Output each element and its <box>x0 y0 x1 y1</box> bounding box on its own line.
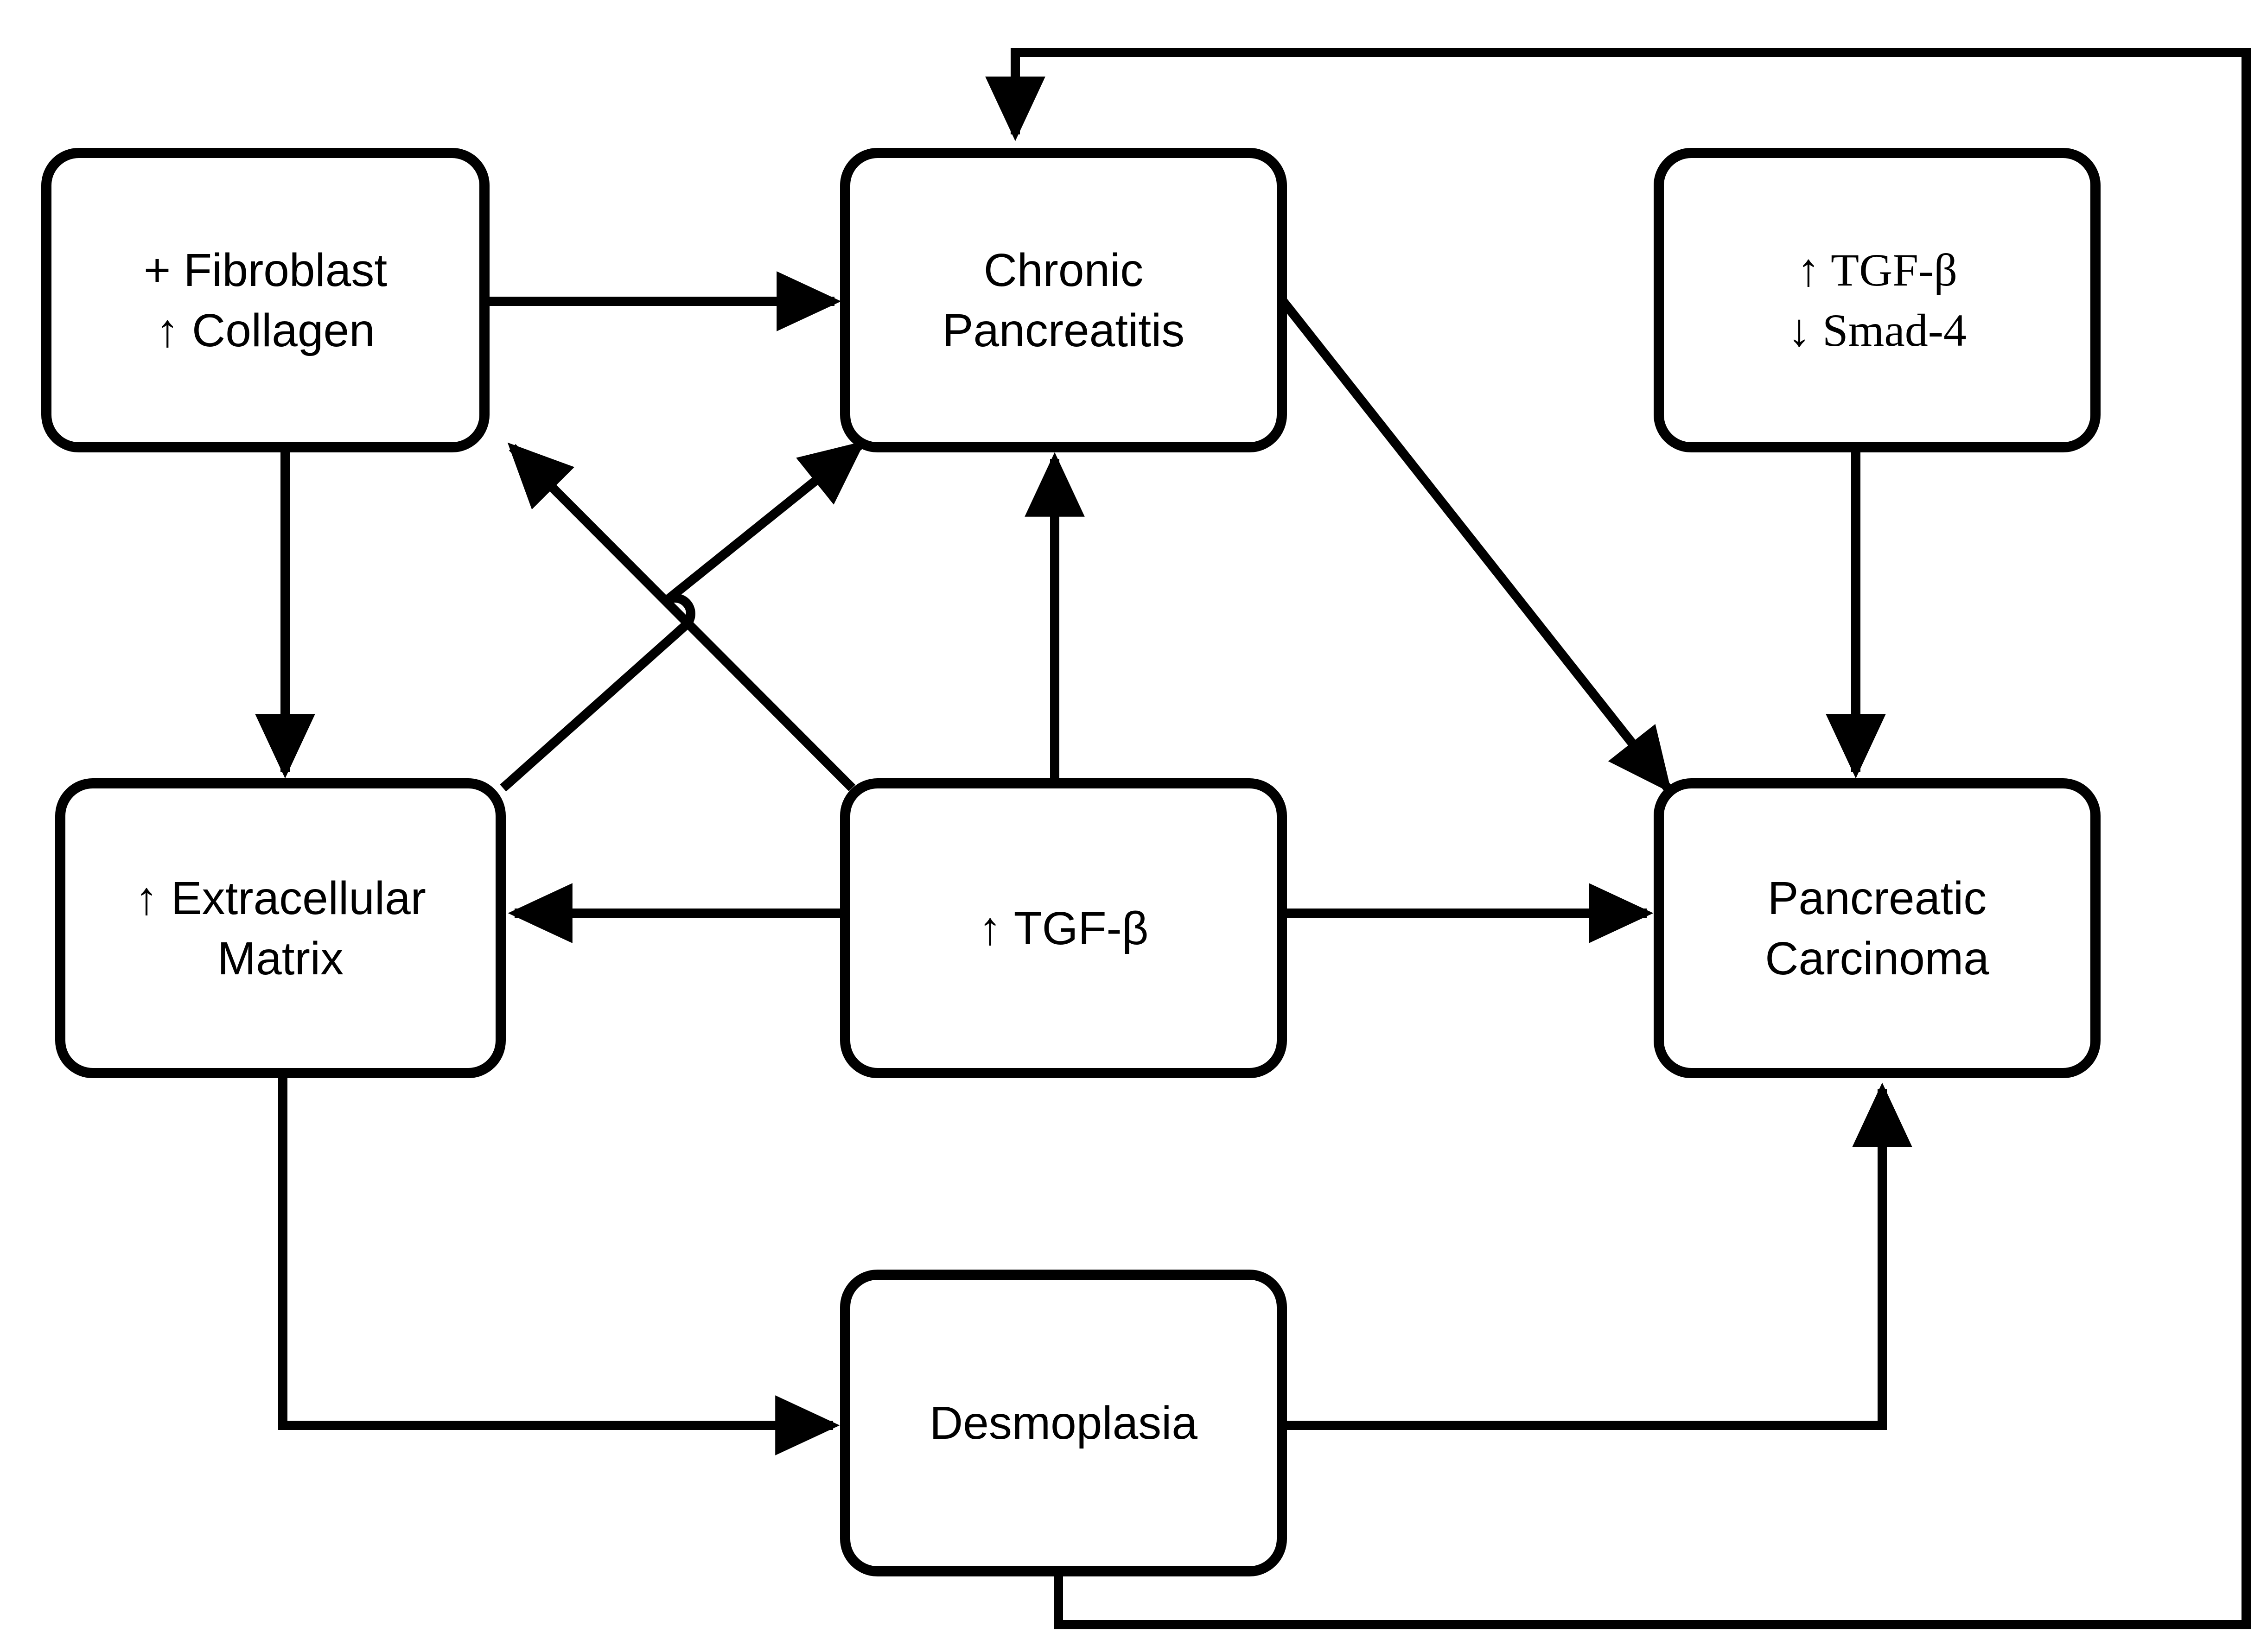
node-box-desmoplasia[interactable] <box>840 1270 1287 1576</box>
edge-layer <box>255 48 2251 1629</box>
node-box-layer <box>41 148 2101 1576</box>
edge-ecm-to-desmoplasia <box>278 1073 840 1455</box>
node-box-ecm[interactable] <box>55 778 506 1078</box>
edge-desmoplasia-to-carcinoma <box>1282 1082 1912 1430</box>
node-box-pancreatitis[interactable] <box>840 148 1287 452</box>
edge-pancreatitis-to-carcinoma <box>1276 293 1672 794</box>
node-box-tgfb-smad[interactable] <box>1654 148 2101 452</box>
node-box-fibroblast[interactable] <box>41 148 490 452</box>
node-box-carcinoma[interactable] <box>1654 778 2101 1078</box>
edge-tgfb-to-pancreatitis-diagonal <box>507 442 856 792</box>
node-box-tgfb[interactable] <box>840 778 1287 1078</box>
edge-desmoplasia-to-pancreatitis-feedback <box>985 48 2251 1629</box>
